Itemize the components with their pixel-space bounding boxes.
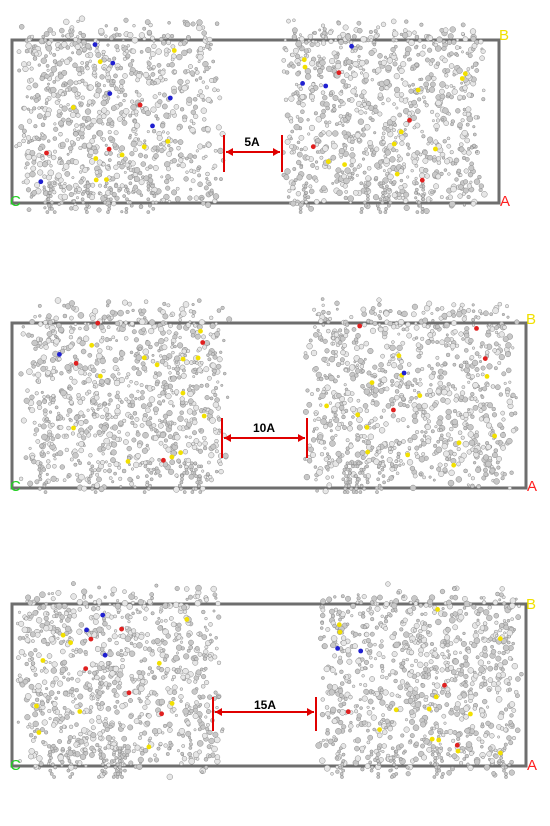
axis-label-c: C: [10, 193, 21, 210]
panel-5A: 5A A B C: [10, 15, 510, 215]
gap-label: 5A: [244, 135, 260, 149]
molecule-cluster-right: [281, 18, 488, 215]
axis-label-c: C: [10, 478, 21, 495]
axis-label-b: B: [499, 27, 509, 44]
molecule-cluster-right: [315, 581, 524, 779]
molecule-cluster-right: [302, 297, 520, 495]
molecule-cluster-left: [15, 581, 225, 781]
gap-label: 15A: [254, 698, 276, 712]
panel-10A: 10A A B C: [10, 297, 537, 495]
axis-label-a: A: [527, 478, 537, 495]
gap-measurement: 5A: [223, 135, 283, 172]
simulation-box: [10, 38, 501, 205]
arrowhead-right: [307, 708, 314, 716]
simulation-box: [10, 321, 528, 490]
simulation-box: [10, 602, 528, 768]
axis-label-c: C: [10, 757, 21, 774]
axis-label-a: A: [500, 193, 510, 210]
arrowhead-left: [226, 148, 233, 156]
panel-15A: 15A A B C: [10, 581, 537, 781]
arrowhead-right: [273, 148, 280, 156]
arrowhead-left: [215, 708, 222, 716]
molecule-cluster-left: [18, 297, 233, 494]
arrowhead-left: [224, 434, 231, 442]
molecule-cluster-left: [14, 15, 226, 214]
arrowhead-right: [298, 434, 305, 442]
axis-label-a: A: [527, 757, 537, 774]
axis-label-b: B: [526, 311, 536, 328]
gap-measurement: 15A: [212, 697, 317, 731]
gap-label: 10A: [253, 421, 275, 435]
axis-label-b: B: [526, 596, 536, 613]
gap-measurement: 10A: [221, 418, 308, 458]
